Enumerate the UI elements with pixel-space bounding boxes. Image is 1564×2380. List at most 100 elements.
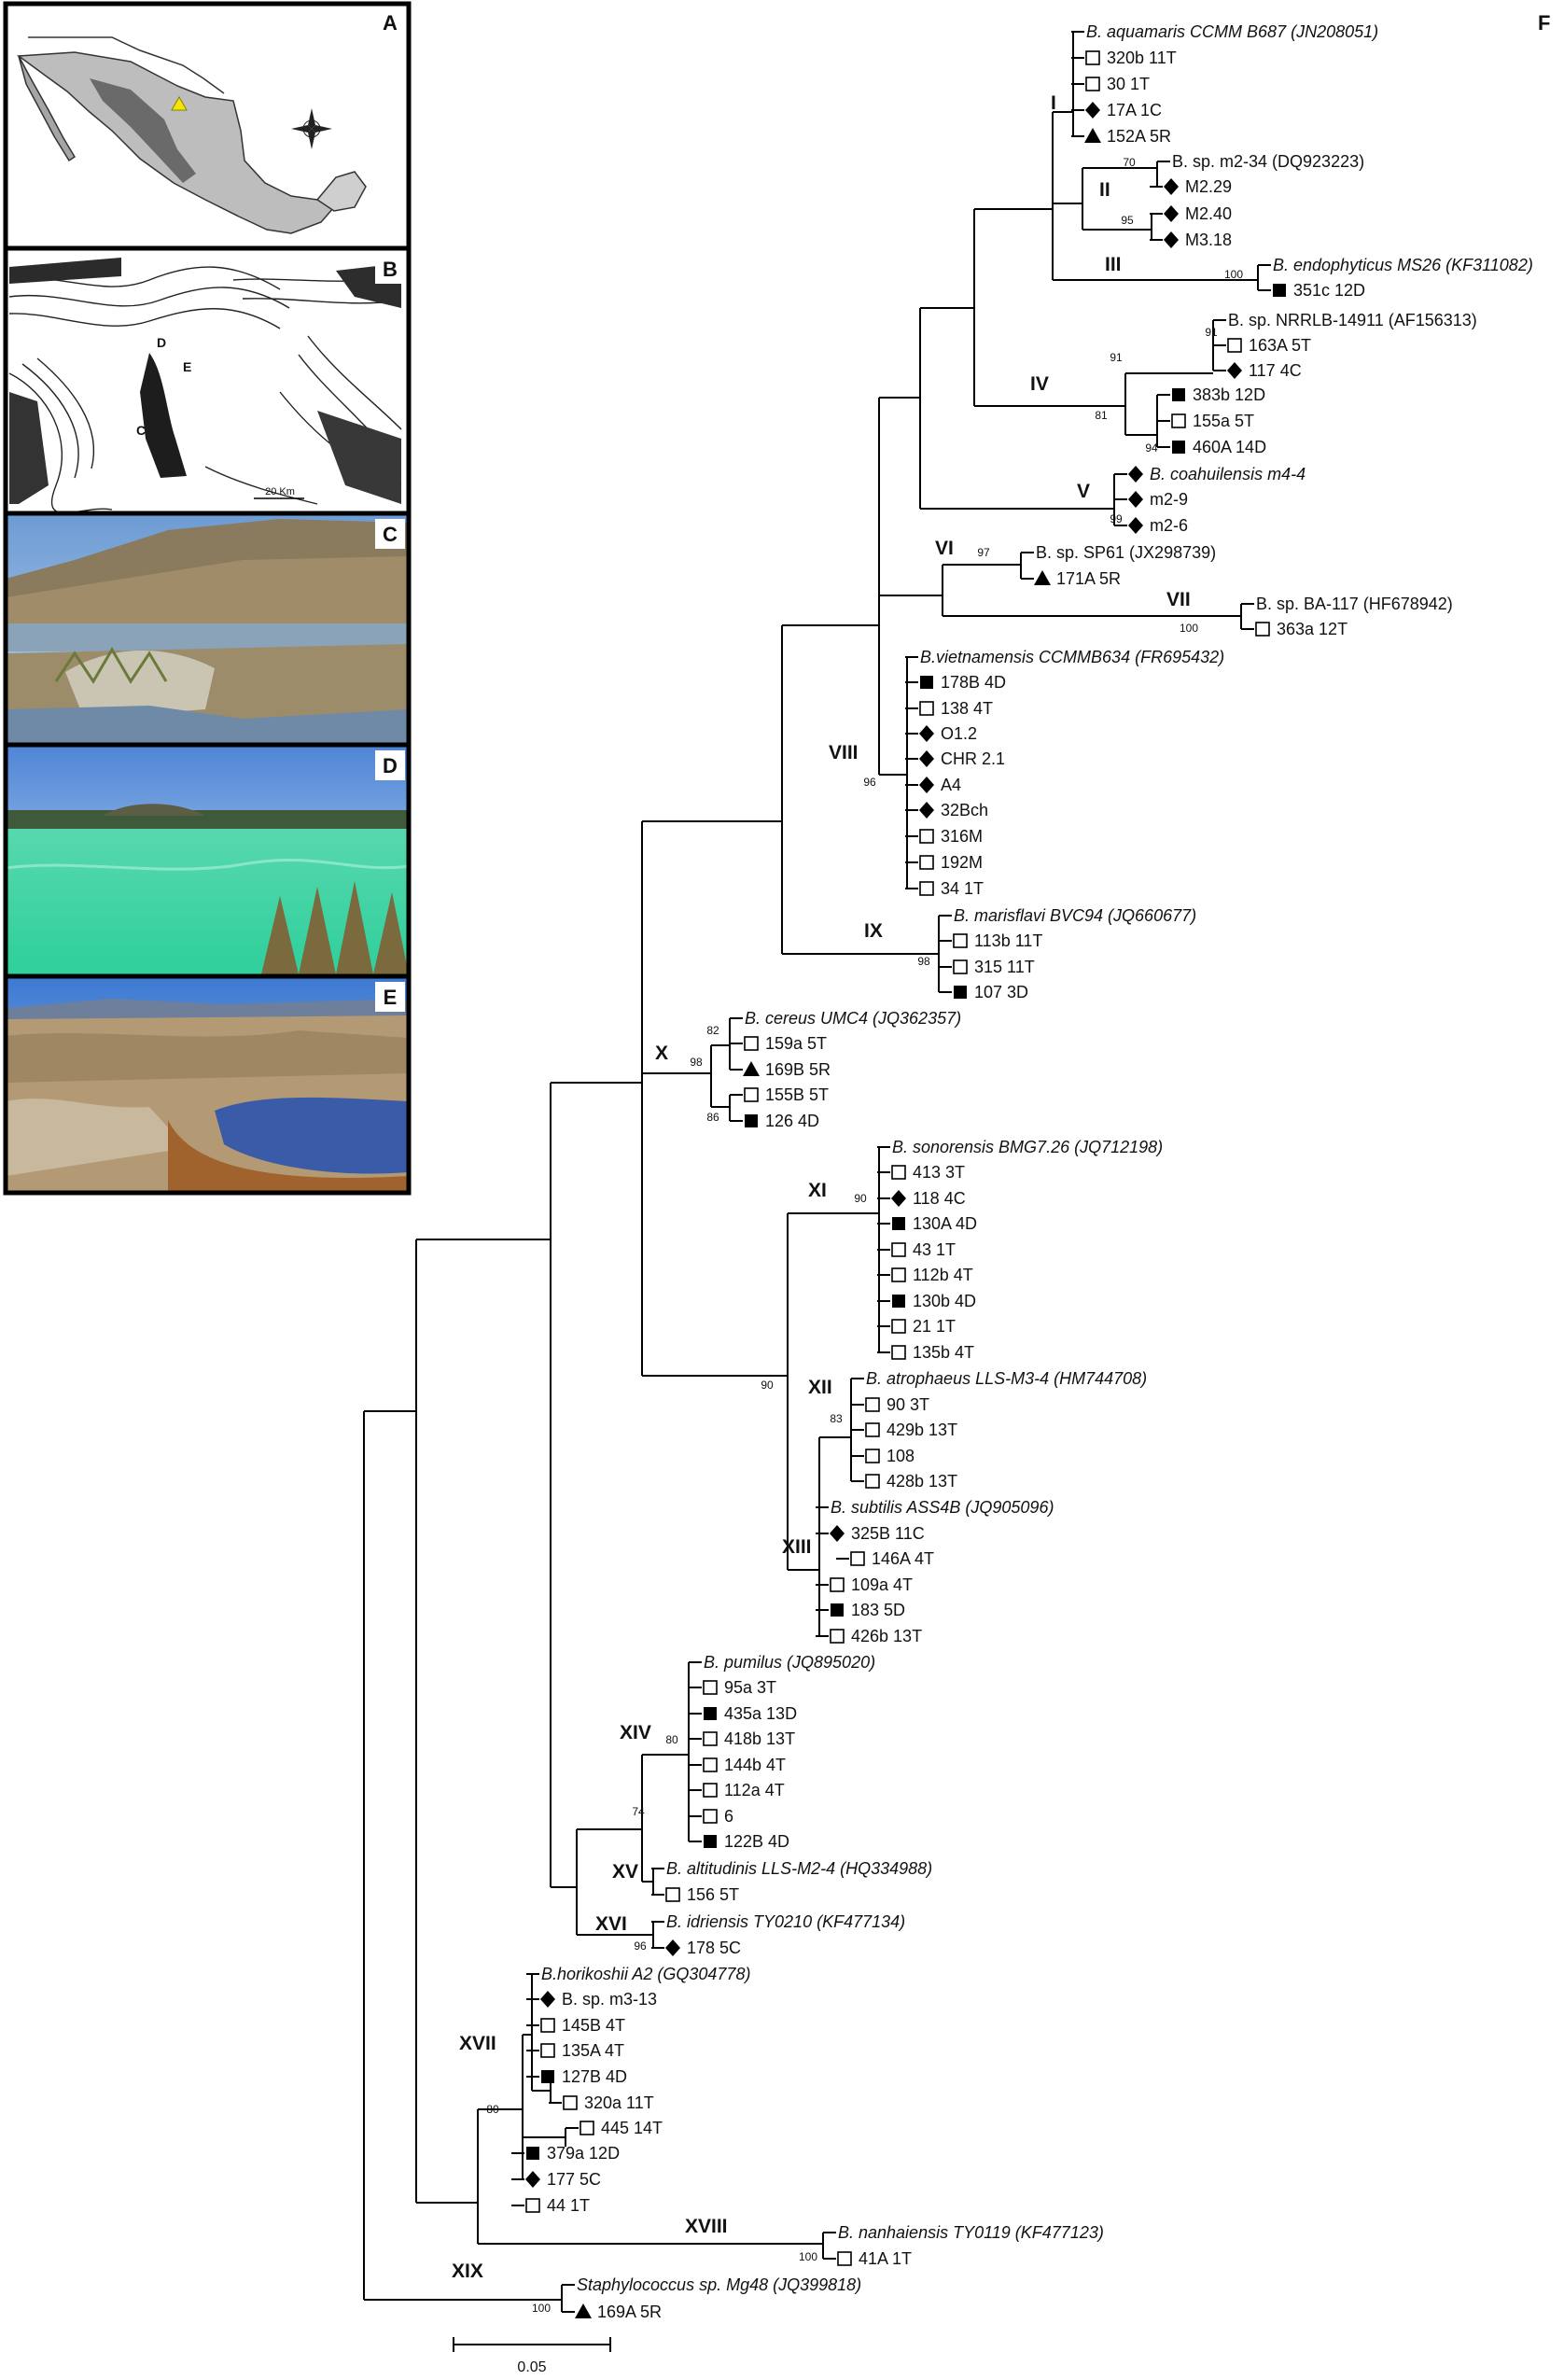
clade-label: XIII [782, 1536, 812, 1558]
panel-c-photo: C [6, 515, 409, 743]
isolate-open-icon [919, 701, 934, 716]
isolate-open-icon [919, 855, 934, 870]
leaf-label: 156 5T [687, 1885, 739, 1904]
bootstrap-value: 100 [532, 2302, 551, 2315]
clade-label: VI [935, 538, 954, 559]
leaf-label: M2.29 [1185, 177, 1232, 196]
yucatan [315, 171, 367, 212]
leaf-label: 159a 5T [765, 1034, 827, 1053]
isolate-open-icon [703, 1757, 718, 1772]
clade-labels: IIIIIIIVVVIVIIVIIIIXXXIXIIXIIIXIVXVXVIXV… [452, 92, 1191, 2282]
isolate-triangle-icon [1084, 128, 1101, 143]
isolate-diamond-icon [919, 802, 934, 819]
clade-label: I [1051, 92, 1056, 114]
leaf-label: 383b 12D [1193, 385, 1265, 404]
sierra-madre-shading [90, 78, 196, 183]
leaf-label: 155B 5T [765, 1085, 829, 1104]
isolate-open-icon [919, 881, 934, 896]
isolate-diamond-icon [1164, 231, 1179, 248]
isolate-diamond-icon [891, 1190, 906, 1207]
tree-branches [363, 32, 1259, 2312]
leaf-label: B. pumilus (JQ895020) [704, 1653, 875, 1672]
isolate-triangle-icon [743, 1061, 760, 1076]
leaf-label: O1.2 [941, 724, 977, 743]
bootstrap-value: 83 [830, 1412, 843, 1425]
isolate-filled-icon [704, 1835, 717, 1848]
isolate-filled-icon [1273, 284, 1286, 297]
isolate-open-icon [703, 1783, 718, 1798]
isolate-diamond-icon [1227, 362, 1242, 379]
leaf-label: 379a 12D [547, 2144, 620, 2163]
leaf-label: 126 4D [765, 1112, 819, 1130]
bootstrap-value: 99 [1110, 512, 1123, 525]
leaf-label: 130b 4D [913, 1292, 976, 1310]
isolate-open-icon [1085, 77, 1100, 91]
panel-d-photo: D [5, 747, 410, 974]
leaf-label: 320a 11T [584, 2093, 654, 2112]
leaf-label: 95a 3T [724, 1678, 776, 1697]
isolate-open-icon [850, 1551, 865, 1566]
clade-label: XIX [452, 2261, 483, 2282]
clade-label: XVII [459, 2033, 496, 2054]
bootstrap-value: 81 [1095, 409, 1108, 422]
bootstrap-value: 91 [1205, 326, 1218, 339]
isolate-filled-icon [892, 1217, 905, 1230]
leaf-label: 109a 4T [851, 1575, 913, 1594]
isolate-filled-icon [1172, 388, 1185, 401]
usa-border [28, 36, 225, 94]
isolate-open-icon [830, 1629, 845, 1644]
leaf-label: 21 1T [913, 1317, 956, 1336]
leaf-label: M3.18 [1185, 231, 1232, 249]
leaf-label: B. sp. m2-34 (DQ923223) [1172, 152, 1364, 171]
leaf-label: B. sonorensis BMG7.26 (JQ712198) [892, 1138, 1163, 1156]
clade-label: IX [864, 920, 883, 942]
isolate-filled-icon [831, 1603, 844, 1617]
isolate-open-icon [865, 1397, 880, 1412]
site-label-d: D [157, 335, 166, 350]
leaf-label: B. atrophaeus LLS-M3-4 (HM744708) [866, 1369, 1147, 1388]
leaf-label: B. marisflavi BVC94 (JQ660677) [954, 906, 1196, 925]
leaf-label: B. idriensis TY0210 (KF477134) [666, 1912, 905, 1931]
leaf-label: B. aquamaris CCMM B687 (JN208051) [1086, 22, 1378, 41]
isolate-filled-icon [745, 1114, 758, 1127]
leaf-label: Staphylococcus sp. Mg48 (JQ399818) [577, 2275, 861, 2294]
isolate-open-icon [953, 933, 968, 948]
leaf-label: B. sp. SP61 (JX298739) [1036, 543, 1216, 562]
leaf-label: 163A 5T [1249, 336, 1311, 355]
scale-bar: 0.05 [453, 2337, 611, 2375]
leaf-label: 135b 4T [913, 1343, 974, 1362]
isolate-triangle-icon [575, 2303, 592, 2318]
isolate-filled-icon [541, 2070, 554, 2083]
leaf-label: B. coahuilensis m4-4 [1150, 465, 1306, 483]
leaf-label: B. sp. BA-117 (HF678942) [1256, 595, 1453, 613]
clade-label: II [1099, 179, 1110, 201]
isolate-filled-icon [1172, 441, 1185, 454]
panel-a-map: A [6, 4, 409, 246]
mountain-ridge [140, 353, 187, 478]
bootstrap-value: 97 [977, 546, 990, 559]
leaf-label: 108 [887, 1447, 915, 1465]
leaf-ticks [511, 31, 1286, 2318]
bootstrap-value: 96 [634, 1939, 647, 1953]
leaf-label: 169A 5R [597, 2303, 662, 2321]
leaf-label: 112a 4T [724, 1781, 785, 1799]
isolate-open-icon [891, 1267, 906, 1282]
leaf-label: 146A 4T [872, 1549, 934, 1568]
isolate-open-icon [837, 2251, 852, 2266]
leaf-label: B. endophyticus MS26 (KF311082) [1273, 256, 1533, 274]
leaf-label: 428b 13T [887, 1472, 957, 1491]
leaf-label: 130A 4D [913, 1214, 977, 1233]
leaf-label: B. subtilis ASS4B (JQ905096) [831, 1498, 1054, 1517]
leaf-label: B. sp. m3-13 [562, 1990, 657, 2009]
leaf-label: 445 14T [601, 2119, 663, 2137]
isolate-open-icon [580, 2121, 594, 2135]
isolate-open-icon [744, 1087, 759, 1102]
bootstrap-value: 98 [690, 1056, 703, 1069]
leaf-label: 418b 13T [724, 1729, 795, 1748]
isolate-open-icon [703, 1809, 718, 1824]
bootstrap-value: 70 [1123, 156, 1136, 169]
clade-label: XIV [620, 1722, 651, 1743]
clade-label: XVI [595, 1913, 627, 1935]
isolate-filled-icon [954, 986, 967, 999]
isolate-diamond-icon [540, 1991, 555, 2008]
